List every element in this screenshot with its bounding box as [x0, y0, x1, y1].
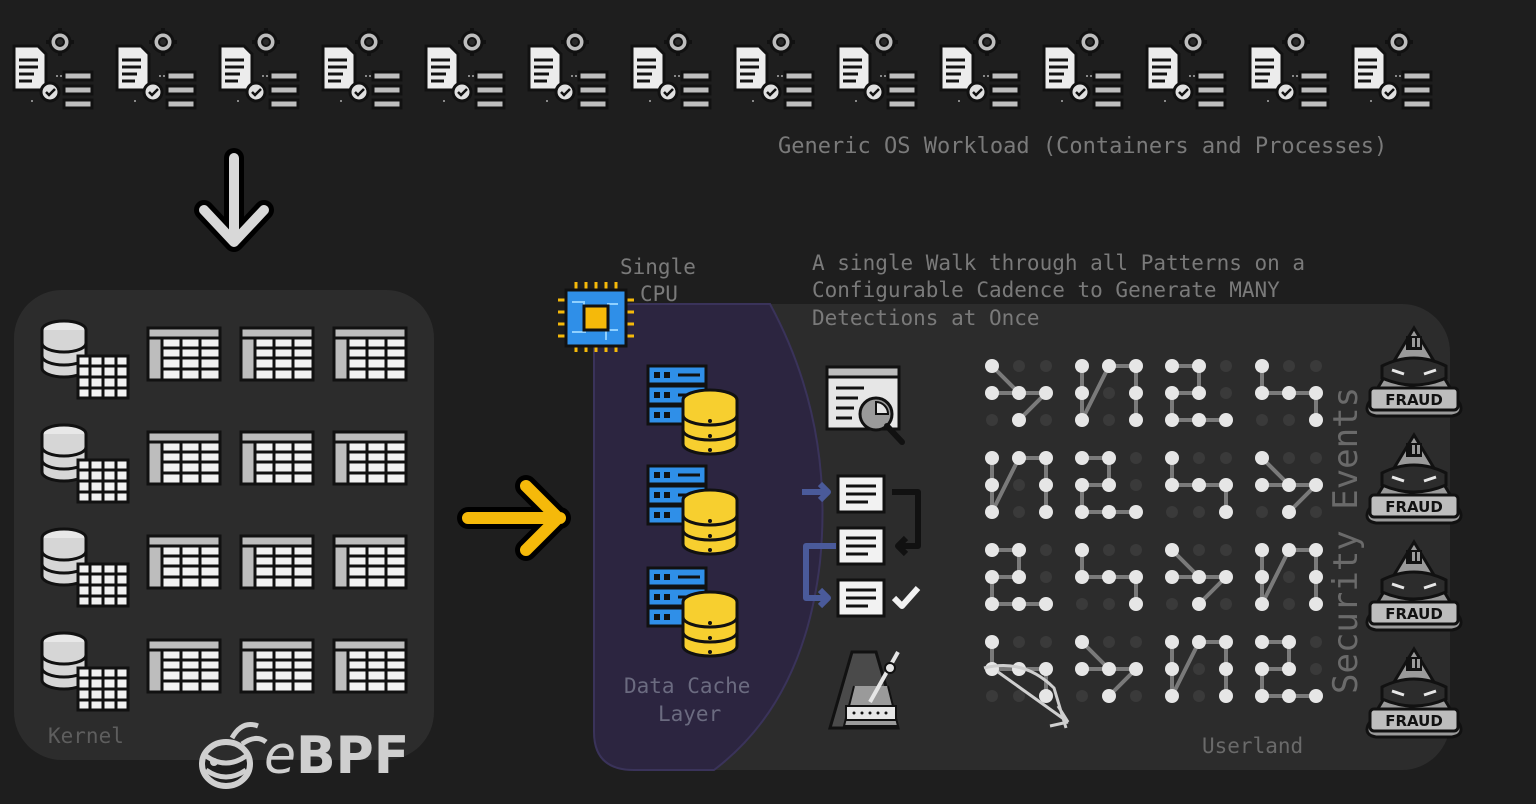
pattern-grid-icon: [1075, 543, 1143, 611]
process-document-icon: [12, 26, 94, 110]
pattern-grid-icon: [1165, 635, 1233, 703]
workload-label: Generic OS Workload (Containers and Proc…: [778, 134, 1388, 159]
process-document-icon: [321, 26, 403, 110]
cpu-label-line1: Single: [620, 255, 696, 279]
pattern-grid-icon: [1165, 359, 1233, 427]
table-icon: [332, 326, 408, 382]
pattern-grid-icon: [1255, 359, 1323, 427]
process-document-icon: [1248, 26, 1330, 110]
fraud-badge-text: FRAUD: [1385, 391, 1443, 409]
fraud-badge-text: FRAUD: [1385, 712, 1443, 730]
pattern-grid-icon: [985, 543, 1053, 611]
process-document-icon: [1351, 26, 1433, 110]
pattern-grid-icon: [985, 635, 1053, 703]
pattern-grid-icon: [985, 359, 1053, 427]
database-icon: [40, 631, 130, 712]
metronome-icon: [828, 650, 900, 730]
process-document-icon: [527, 26, 609, 110]
database-icon: [40, 319, 130, 400]
process-document-icon: [1145, 26, 1227, 110]
workflow-icon: [802, 474, 921, 618]
process-document-icon: [733, 26, 815, 110]
ebpf-logo-text: eBPF: [264, 726, 409, 786]
process-document-icon: [836, 26, 918, 110]
pattern-grid-icon: [1075, 451, 1143, 519]
process-document-icon: [939, 26, 1021, 110]
bee-logo-icon: [199, 722, 268, 789]
fraud-badges: FRAUD FRAUD FRAUD FRAUD: [1365, 326, 1463, 739]
ebpf-e: e: [264, 726, 296, 786]
cache-label-line2: Layer: [658, 702, 722, 726]
pattern-grid-icon: [1165, 543, 1233, 611]
table-icon: [239, 638, 315, 694]
table-icon: [146, 534, 222, 590]
table-icon: [239, 326, 315, 382]
pattern-grid-icon: [1255, 451, 1323, 519]
pattern-grid-area: [983, 359, 1323, 729]
table-icon: [146, 430, 222, 486]
cpu-chip-icon: [558, 282, 634, 352]
description-line1: A single Walk through all Patterns on a: [812, 251, 1306, 275]
database-icon: [40, 423, 130, 504]
kernel-icons: [40, 319, 408, 712]
table-icon: [239, 534, 315, 590]
cache-servers: [646, 364, 739, 658]
pattern-grid-icon: [1165, 451, 1233, 519]
description-line3: Detections at Once: [812, 306, 1040, 330]
table-icon: [146, 638, 222, 694]
inspection-icon: [825, 365, 905, 445]
pattern-grid-icon: [1075, 359, 1143, 427]
description-line2: Configurable Cadence to Generate MANY: [812, 278, 1280, 302]
process-document-icon: [1042, 26, 1124, 110]
pattern-grid-icon: [1075, 635, 1143, 703]
cache-label-line1: Data Cache: [624, 674, 751, 698]
process-document-icon: [115, 26, 197, 110]
security-events-label: Security Events: [1326, 386, 1366, 694]
table-icon: [332, 430, 408, 486]
table-icon: [332, 534, 408, 590]
table-icon: [239, 430, 315, 486]
workload-icons-row: [12, 26, 1433, 110]
down-arrow-icon: [194, 148, 274, 252]
userland-label: Userland: [1202, 734, 1304, 758]
ebpf-bpf: BPF: [296, 726, 410, 786]
right-arrow-icon: [457, 475, 571, 561]
table-icon: [146, 326, 222, 382]
database-icon: [40, 527, 130, 608]
process-document-icon: [424, 26, 506, 110]
process-document-icon: [630, 26, 712, 110]
pattern-grid-icon: [1255, 543, 1323, 611]
fraud-badge-text: FRAUD: [1385, 605, 1443, 623]
fraud-badge-text: FRAUD: [1385, 498, 1443, 516]
cpu-label-line2: CPU: [640, 282, 678, 306]
kernel-label: Kernel: [48, 724, 124, 748]
pattern-grid-icon: [985, 451, 1053, 519]
process-document-icon: [218, 26, 300, 110]
table-icon: [332, 638, 408, 694]
pattern-grid-icon: [1255, 635, 1323, 703]
